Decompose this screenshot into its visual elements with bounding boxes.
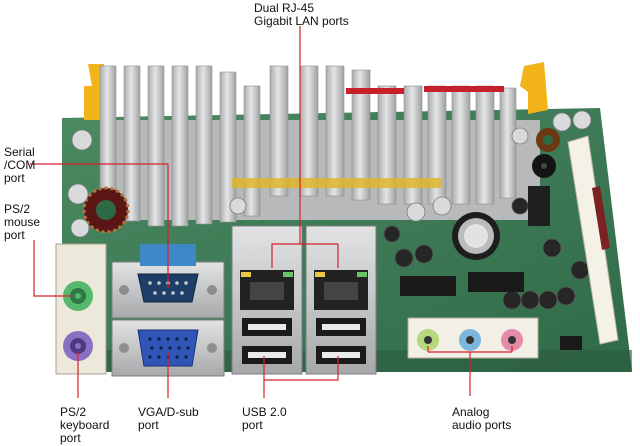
callout-ps2-mouse-line1: PS/2 [4,202,31,216]
heatsink [99,65,540,227]
callout-lan-line2: Gigabit LAN ports [254,14,349,28]
callout-ps2-mouse-line2: mouse [4,215,41,229]
callout-ps2-keyboard: PS/2 keyboard port [60,406,109,445]
callout-vga: VGA/D-sub port [138,406,199,432]
callout-lan-line1: Dual RJ-45 [254,1,315,15]
callout-lines [30,26,513,398]
callout-audio-line1: Analog [452,405,490,419]
callout-ps2-keyboard-line1: PS/2 [60,405,87,419]
callout-ps2-mouse-line3: port [4,228,25,242]
callout-serial-line1: Serial [4,145,35,159]
callout-ps2-keyboard-line3: port [60,431,81,445]
mounting-clip-right [520,62,548,114]
audio-jacks [407,317,539,359]
callout-vga-line2: port [138,418,159,432]
ps2-mouse-port [63,281,93,311]
callout-vga-line1: VGA/D-sub [138,405,199,419]
callout-usb: USB 2.0 port [242,406,287,432]
callout-audio: Analog audio ports [452,406,511,432]
lan-usb-stack-left [231,225,303,375]
callout-usb-line1: USB 2.0 [242,405,287,419]
callout-serial-line3: port [4,171,25,185]
lan-usb-stack-right [305,225,377,375]
callout-audio-line2: audio ports [452,418,512,432]
callout-line-serial [30,163,169,288]
chips [400,186,582,350]
toroid-coil [82,186,130,234]
callout-usb-line2: port [242,418,263,432]
callout-line-lan [271,26,301,268]
buzzer [532,154,556,178]
callout-serial-line2: /COM [4,158,36,172]
callout-line-usb-right [264,356,339,381]
callout-serial: Serial /COM port [4,146,35,185]
callout-lan: Dual RJ-45 Gigabit LAN ports [254,2,349,28]
callout-ps2-keyboard-line2: keyboard [60,418,110,432]
callout-line-mouse [33,240,72,297]
capacitors [67,110,592,310]
mounting-clip-left [84,64,104,120]
pci-slot [567,135,619,345]
cmos-battery [452,212,500,260]
callout-ps2-mouse: PS/2 mouse port [4,203,40,242]
toroid-coil-small [536,128,560,152]
ps2-keyboard-port [63,331,93,361]
